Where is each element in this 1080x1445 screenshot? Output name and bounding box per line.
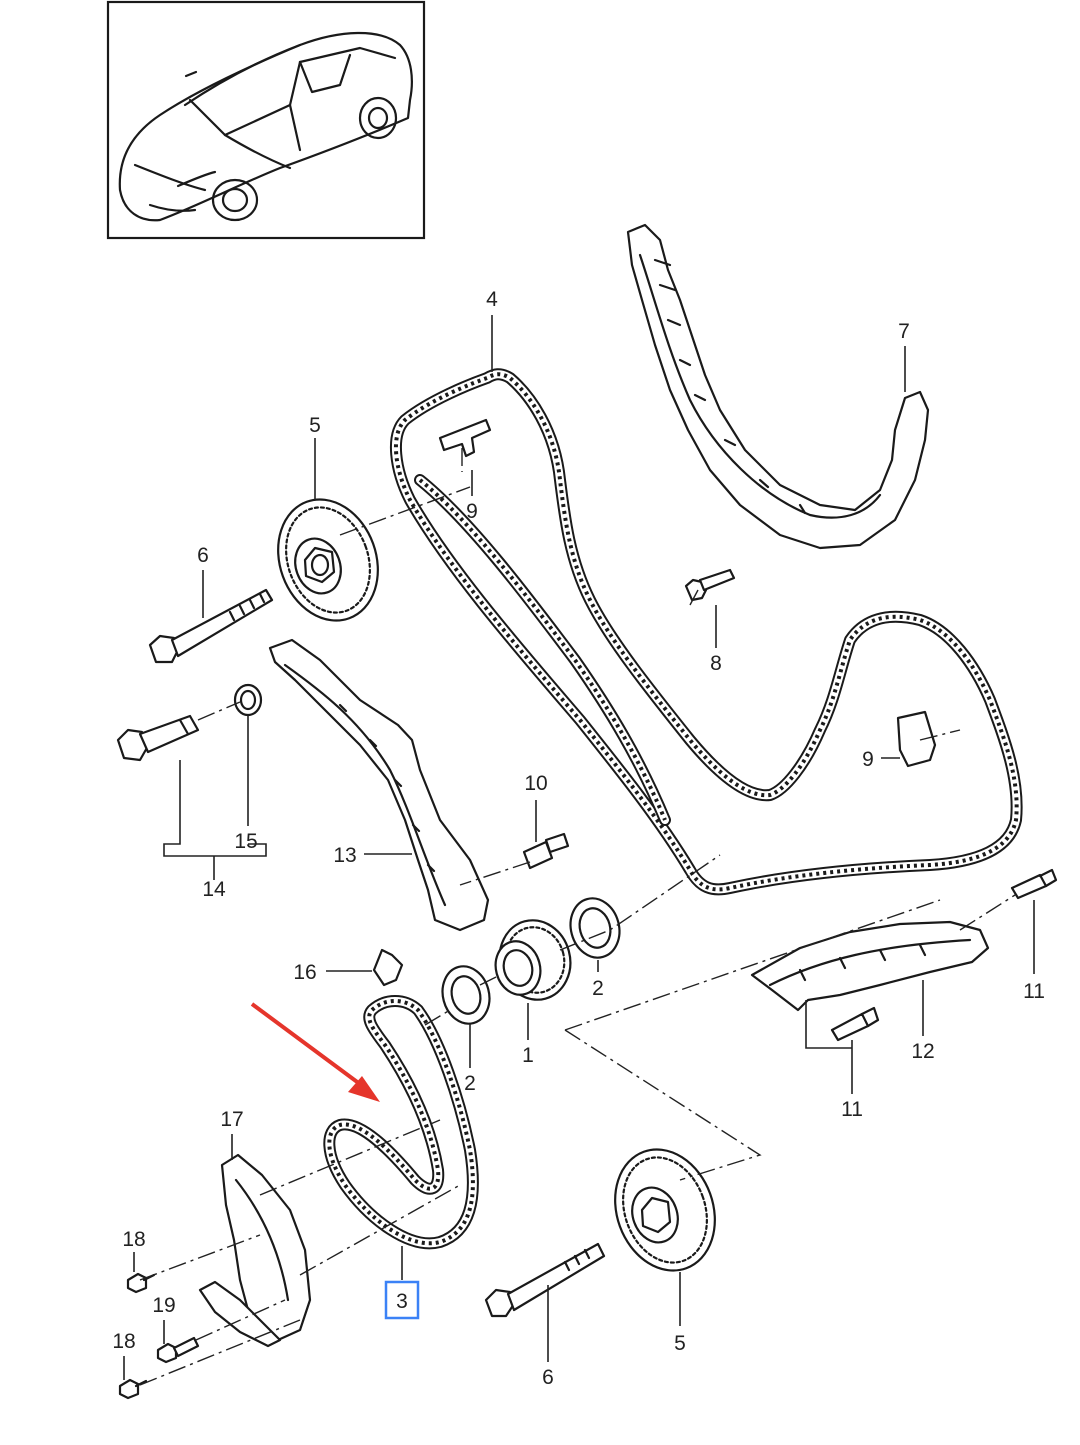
leader-lines	[123, 315, 1035, 1380]
bolt-18-lower	[118, 1378, 148, 1400]
callout-6-upper: 6	[197, 544, 209, 567]
slider-pad-9-upper	[438, 418, 492, 458]
bolt-6-upper	[148, 588, 274, 664]
callout-1: 1	[522, 1044, 534, 1067]
callout-7: 7	[898, 320, 910, 343]
callout-9-upper: 9	[466, 500, 478, 523]
stud-11-right	[1010, 868, 1058, 900]
stud-11-lower	[830, 1006, 880, 1042]
callout-10: 10	[524, 772, 547, 795]
intermediate-sprocket	[494, 919, 572, 1001]
callout-12: 12	[911, 1040, 934, 1063]
highlight-box	[384, 1280, 420, 1320]
callout-5-upper: 5	[309, 414, 321, 437]
callout-2-left: 2	[464, 1072, 476, 1095]
callout-5-lower: 5	[674, 1332, 686, 1355]
tensioner-shoe-17	[198, 1153, 312, 1348]
callout-11-right: 11	[1023, 980, 1045, 1003]
callout-3: 3	[396, 1290, 408, 1313]
callout-6-lower: 6	[542, 1366, 554, 1389]
bolt-19	[156, 1336, 200, 1364]
camshaft-sprocket-lower	[614, 1148, 716, 1272]
chain-guide-lower	[750, 920, 990, 1012]
callout-14: 14	[202, 878, 226, 901]
vehicle-thumbnail	[106, 0, 426, 240]
callout-2-right: 2	[592, 977, 604, 1000]
callout-15: 15	[234, 830, 257, 853]
slider-pad-9-right	[896, 710, 937, 768]
thrust-washer-2-left	[441, 965, 491, 1025]
callout-19: 19	[152, 1294, 175, 1317]
callout-9-right: 9	[862, 748, 874, 771]
assembly-lines	[139, 448, 1016, 1386]
pivot-bolt	[116, 714, 200, 762]
callout-13: 13	[333, 844, 356, 867]
washer-15	[233, 683, 263, 717]
timing-chain-main	[389, 368, 1023, 896]
chain-guide-upper	[626, 223, 930, 550]
callouts: 4 5 7 9 6 8 9 10 15 13 14 16 2 11 12 1 2…	[112, 288, 1045, 1389]
camshaft-sprocket-upper	[277, 498, 379, 622]
guide-pin-10	[522, 832, 570, 870]
callout-16: 16	[293, 961, 316, 984]
callout-8: 8	[710, 652, 722, 675]
clip-16	[372, 948, 404, 987]
red-arrow-icon	[250, 1002, 380, 1102]
callout-4: 4	[486, 288, 498, 311]
thrust-washer-2-right	[569, 897, 621, 959]
bolt-6-lower	[484, 1242, 606, 1318]
callout-11-lower: 11	[841, 1098, 863, 1121]
tensioner-rail	[268, 638, 490, 932]
callout-17: 17	[220, 1108, 243, 1131]
callout-18-lower: 18	[112, 1330, 135, 1353]
callout-18-upper: 18	[122, 1228, 145, 1251]
bolt-8	[684, 568, 736, 602]
car-thumbnail-icon	[118, 31, 413, 222]
timing-chain-lower	[323, 995, 479, 1250]
